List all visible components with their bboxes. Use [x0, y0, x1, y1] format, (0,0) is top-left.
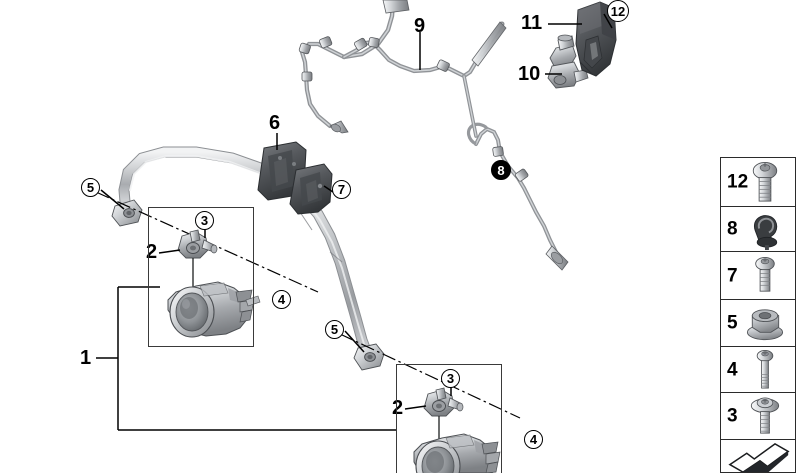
flange-head-screw-icon — [739, 393, 791, 439]
callout-12: 12 — [607, 0, 629, 22]
axis-line-lower — [339, 333, 521, 419]
tube-mount-eye-lower — [353, 343, 385, 371]
lamp-body-upper — [167, 281, 261, 338]
callout-5-upper: 5 — [81, 178, 100, 197]
legend-row[interactable] — [721, 440, 795, 472]
fog-lamp-lower — [413, 387, 501, 473]
callout-9: 9 — [414, 15, 426, 37]
leader-lines — [96, 13, 613, 431]
tube-mount-eye-left — [111, 199, 143, 227]
callout-2-upper: 2 — [146, 241, 158, 263]
bracket-right — [289, 163, 333, 215]
group-box-lower-lamp — [396, 364, 502, 473]
legend-row[interactable]: 8 — [721, 207, 795, 252]
callout-6: 6 — [269, 112, 281, 134]
callout-4-lower: 4 — [524, 430, 543, 449]
washer-hose-assembly — [298, 0, 569, 271]
legend-row[interactable]: 3 — [721, 393, 795, 440]
pump-valve-body — [547, 34, 589, 89]
parts-legend-panel: 12 — [720, 157, 796, 473]
callout-2-lower: 2 — [392, 397, 404, 419]
legend-row[interactable]: 4 — [721, 347, 795, 393]
fog-lamp-upper — [167, 229, 261, 338]
callout-3-lower: 3 — [441, 369, 460, 388]
pan-head-screw-icon — [739, 252, 791, 299]
lamp-clamp-lower — [423, 387, 464, 417]
group-box-upper-lamp — [148, 207, 254, 347]
arrow-marker-icon — [725, 442, 793, 472]
legend-number: 7 — [727, 265, 738, 286]
long-bolt-icon — [739, 347, 791, 392]
button-head-screw-icon — [739, 158, 791, 206]
callout-10: 10 — [518, 63, 541, 85]
callout-1: 1 — [80, 347, 92, 369]
legend-number: 8 — [727, 218, 738, 240]
lamp-body-lower — [413, 433, 501, 473]
callout-3-upper: 3 — [195, 211, 214, 230]
legend-number: 5 — [727, 312, 738, 334]
flange-nut-icon — [739, 300, 791, 346]
callout-11: 11 — [521, 12, 543, 34]
callout-8: 8 — [491, 160, 511, 180]
hose-clip-icon — [739, 207, 791, 251]
legend-number: 3 — [727, 405, 738, 427]
legend-row[interactable]: 7 — [721, 252, 795, 300]
legend-row[interactable]: 12 — [721, 158, 795, 207]
lamp-clamp-upper — [177, 229, 218, 259]
legend-row[interactable]: 5 — [721, 300, 795, 347]
callout-5-lower: 5 — [325, 320, 344, 339]
legend-number: 4 — [727, 359, 738, 380]
callout-4-upper: 4 — [272, 290, 291, 309]
callout-7: 7 — [332, 180, 351, 199]
legend-number: 12 — [727, 171, 749, 193]
